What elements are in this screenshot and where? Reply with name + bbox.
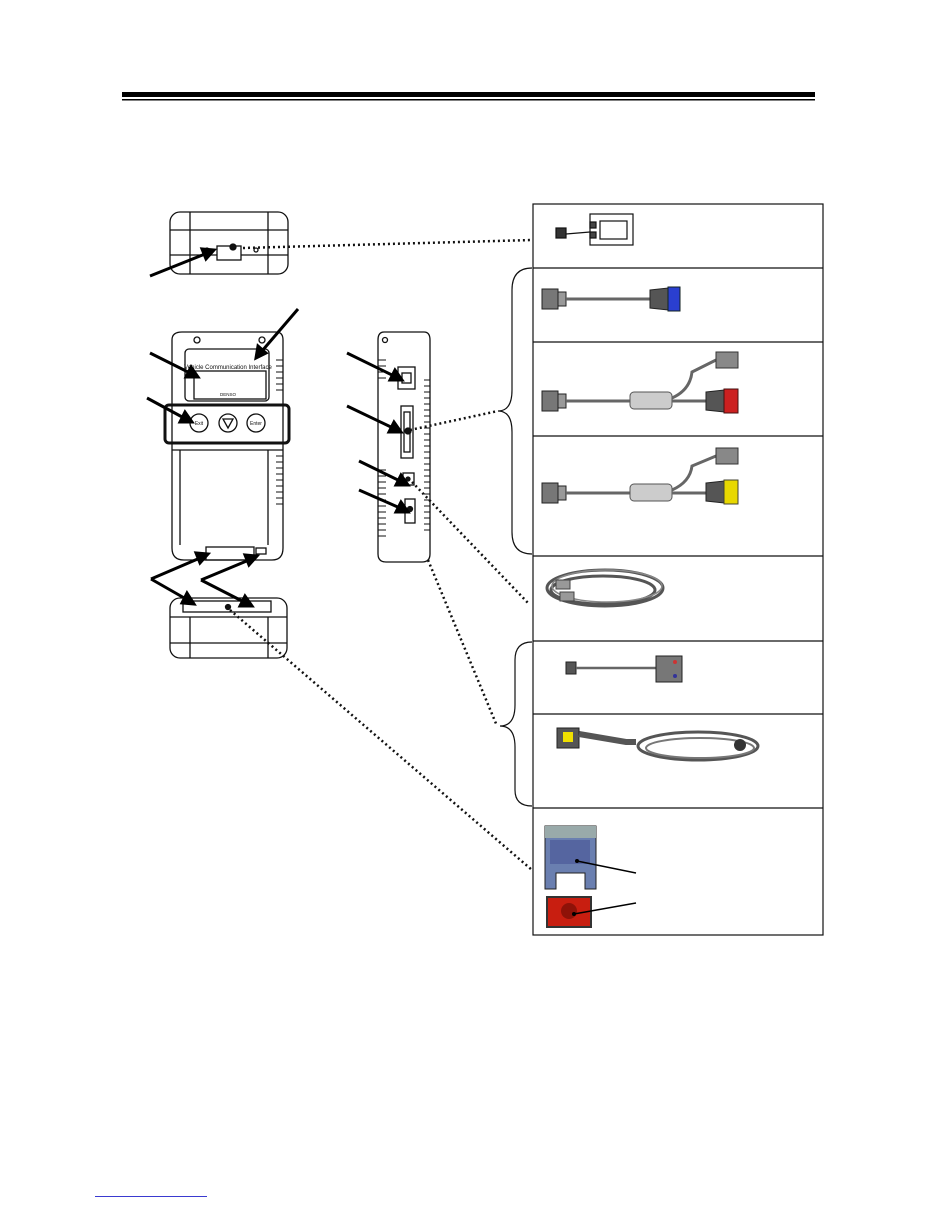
enter-key[interactable]	[246, 413, 266, 433]
power-cable-image	[556, 727, 760, 762]
header-rule	[122, 92, 815, 101]
usb-cable-image	[545, 568, 665, 608]
usb-adapter-box-image	[555, 213, 634, 246]
device-bottom-view	[169, 597, 288, 659]
device-top-view	[169, 211, 289, 275]
accessory-table	[532, 203, 824, 936]
dlc-cables-brace	[497, 267, 533, 555]
dlc-cable-yellow-image	[541, 447, 739, 505]
adapter-cable-image	[565, 655, 683, 683]
enter-key-label: Enter	[250, 421, 262, 427]
exit-key-label: Exit	[195, 421, 204, 427]
screen-label: Vehicle Communication Interface	[184, 365, 272, 371]
brand-label: DENSO	[220, 392, 237, 397]
power-cables-brace	[499, 641, 533, 807]
down-key[interactable]	[218, 413, 238, 433]
device-front-view: Vehicle Communication Interface DENSO Ex…	[163, 331, 291, 561]
front-grip-ridges	[276, 359, 283, 505]
braces	[497, 267, 533, 807]
dlc-cable-red-image	[541, 351, 739, 414]
memory-cards-image	[544, 825, 637, 928]
footer-link-underline[interactable]	[95, 1196, 207, 1197]
callout-arrows	[146, 247, 411, 608]
side-grip-ridges	[378, 359, 430, 537]
dlc3-cable-blue-image	[541, 286, 681, 312]
dotted-leaders	[229, 238, 533, 871]
device-side-view	[377, 331, 431, 563]
